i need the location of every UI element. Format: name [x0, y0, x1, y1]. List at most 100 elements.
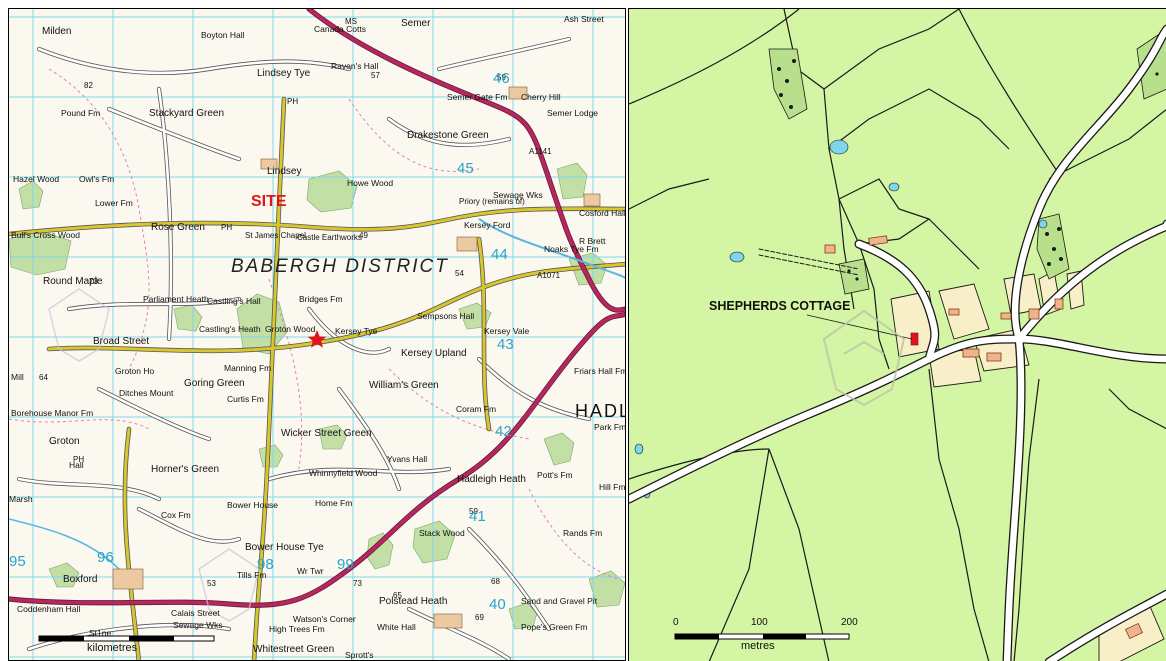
place-label: Whitestreet Green — [253, 644, 335, 655]
place-label: Semer Lodge — [547, 108, 599, 118]
place-label: Lower Fm — [95, 198, 133, 208]
place-label: PH — [287, 97, 299, 106]
place-label: Cox Fm — [161, 510, 191, 520]
site-star-marker — [307, 330, 327, 348]
place-label: Castle Earthworks — [297, 233, 362, 242]
place-label: Whinnyfield Wood — [309, 468, 378, 478]
place-label: Curtis Fm — [227, 394, 264, 404]
place-label: Coddenham Hall — [17, 604, 81, 614]
place-label: 53 — [207, 579, 216, 588]
place-label: Horner's Green — [151, 464, 220, 475]
site-plan-map[interactable]: SHEPHERDS COTTAGE 0 100 200 metres — [628, 8, 1166, 661]
grid-number: 95 — [9, 553, 26, 570]
kilometre-scale-bar — [38, 635, 215, 642]
place-label: Broad Street — [93, 336, 150, 347]
place-label: Rose Green — [151, 222, 205, 233]
place-label: Wicker Street Green — [281, 428, 372, 439]
place-label: Sewage Wks — [493, 190, 543, 200]
place-label: 59 — [497, 73, 506, 82]
site-label: SITE — [251, 193, 287, 210]
place-label: Pott's Fm — [537, 470, 573, 480]
place-label: Noaks Tye Fm — [544, 244, 599, 254]
place-label: 49 — [359, 231, 368, 240]
place-label: Kersey Upland — [401, 348, 467, 359]
place-label: High Trees Fm — [269, 624, 325, 634]
place-label: PH — [73, 455, 85, 464]
place-label: Goring Green — [184, 378, 245, 389]
place-label: R Brett — [579, 236, 606, 246]
place-label: Sprott's — [345, 650, 374, 660]
place-label: Stackyard Green — [149, 108, 225, 119]
place-label: Sand and Gravel Pit — [521, 596, 598, 606]
grid-number: 98 — [257, 556, 274, 573]
place-label: Ash Street — [564, 14, 604, 24]
place-label: 73 — [353, 579, 362, 588]
place-label: Home Fm — [315, 498, 353, 508]
place-label: William's Green — [369, 380, 439, 391]
place-label: Calais Street — [171, 608, 220, 618]
place-label: Hill Fm — [599, 482, 626, 492]
road-number-label: A1141 — [529, 147, 552, 156]
place-label: Marsh — [9, 494, 33, 504]
place-label: Kersey Vale — [484, 326, 530, 336]
place-label: Boyton Hall — [201, 30, 245, 40]
place-label: Yvans Hall — [387, 454, 428, 464]
place-label: Friars Hall Fm — [574, 366, 626, 376]
place-label: Kersey Ford — [464, 220, 511, 230]
place-label: Semer — [401, 18, 431, 29]
place-label: Borehouse Manor Fm — [11, 408, 94, 418]
site-plan-graphics — [629, 9, 1166, 661]
grid-number: 41 — [469, 508, 486, 525]
place-label: Drakestone Green — [407, 130, 489, 141]
place-label: Kersey Tye — [335, 326, 378, 336]
location-map[interactable]: Milden Boyton Hall Canada Cotts Semer As… — [8, 8, 626, 661]
place-label: Hall — [69, 460, 84, 470]
place-label: Priory (remains of) — [459, 197, 525, 206]
place-label: Castling's Hall — [207, 296, 261, 306]
place-label: Park Fm — [594, 422, 626, 432]
place-label: Cosford Hall — [579, 208, 626, 218]
place-label: 59 — [469, 507, 478, 516]
place-label: Watson's Corner — [293, 614, 356, 624]
place-label: Wr Twr — [297, 566, 324, 576]
place-label: Coram Fm — [456, 404, 497, 414]
grid-number: 99 — [337, 556, 354, 573]
place-label: Sempsons Hall — [417, 311, 475, 321]
place-label: Bull's Cross Wood — [11, 230, 81, 240]
place-label: 65 — [393, 591, 402, 600]
place-label: Bower House — [227, 500, 279, 510]
place-label: Semer Gate Fm — [447, 92, 508, 102]
scale-tick-200: 200 — [841, 617, 858, 628]
place-label: Hadleigh Heath — [457, 474, 526, 485]
grid-number: 44 — [491, 246, 508, 263]
site-marker — [910, 332, 919, 346]
place-label: St James Chapel — [245, 231, 306, 240]
location-map-graphics — [9, 9, 625, 660]
place-label: 68 — [491, 577, 500, 586]
place-label: Bridges Fm — [299, 294, 343, 304]
grid-number: 96 — [97, 549, 114, 566]
place-label: Lindsey Tye — [257, 68, 311, 79]
place-label: 82 — [84, 81, 93, 90]
scale-tick-100: 100 — [751, 617, 768, 628]
scale-tick-0: 0 — [673, 617, 679, 628]
place-label: 64 — [39, 373, 48, 382]
place-label: Milden — [42, 26, 72, 37]
place-label: Hazel Wood — [13, 174, 60, 184]
place-label: St1ne — [89, 628, 112, 638]
place-label: Owl's Fm — [79, 174, 115, 184]
place-label: Groton Wood — [265, 324, 316, 334]
place-label: Raven's Hall — [331, 61, 379, 71]
grid-number: 43 — [497, 336, 514, 353]
place-label: Howe Wood — [347, 178, 394, 188]
place-label: Groton — [49, 436, 80, 447]
place-label: Stack Wood — [419, 528, 465, 538]
place-label: Pound Fm — [61, 108, 101, 118]
scale-unit-label: metres — [741, 640, 775, 652]
place-label: Mill — [11, 372, 24, 382]
place-label: Parliament Heath — [143, 294, 209, 304]
place-label: Bower House Tye — [245, 542, 324, 553]
place-label: White Hall — [377, 622, 416, 632]
district-label: BABERGH DISTRICT — [231, 256, 449, 277]
place-label: Manning Fm — [224, 363, 272, 373]
